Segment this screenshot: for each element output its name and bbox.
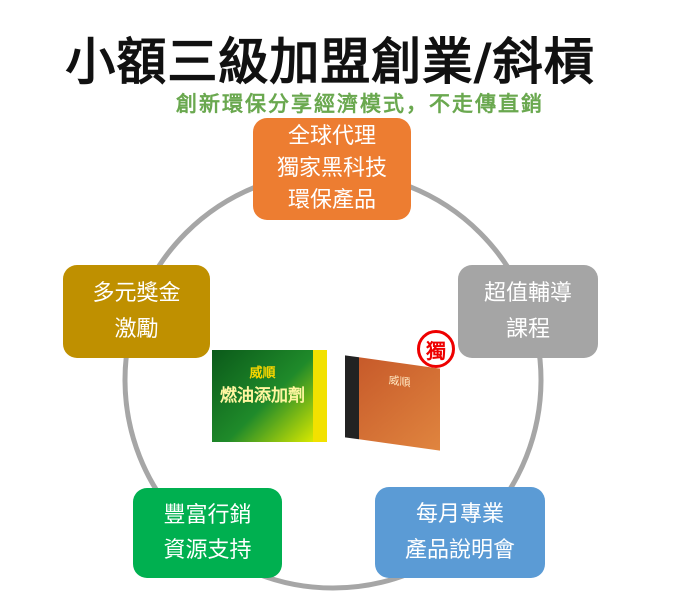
node-line: 豐富行銷 [163, 502, 252, 528]
node-monthly-briefing: 每月專業 產品說明會 [375, 487, 545, 578]
node-global-agency: 全球代理 獨家黑科技 環保產品 [253, 118, 411, 220]
fuel-additive-product-image: 威順 燃油添加劑 [212, 350, 327, 442]
subtitle: 創新環保分享經濟模式，不走傳直銷 [176, 91, 544, 116]
node-line: 資源支持 [163, 538, 252, 563]
page-title: 小額三級加盟創業/斜槓 [65, 33, 595, 91]
node-line: 全球代理 [287, 124, 376, 150]
node-line: 獨家黑科技 [276, 156, 387, 182]
node-coaching-course: 超值輔導 課程 [458, 265, 598, 358]
node-marketing-support: 豐富行銷 資源支持 [133, 488, 282, 578]
product-brand: 威順 [388, 373, 411, 390]
product-brand: 威順 [249, 366, 276, 381]
node-line: 多元獎金 [92, 281, 181, 307]
node-line: 超值輔導 [483, 281, 572, 307]
node-line: 激勵 [114, 316, 159, 342]
node-line: 每月專業 [415, 502, 504, 528]
node-line: 產品說明會 [404, 537, 515, 563]
node-line: 環保產品 [287, 187, 376, 213]
node-line: 課程 [505, 316, 550, 342]
product-name: 燃油添加劑 [220, 386, 305, 406]
red-product-image: 威順 [345, 355, 440, 451]
exclusive-badge: 獨 [417, 330, 455, 368]
node-bonus-incentive: 多元獎金 激勵 [63, 265, 210, 358]
